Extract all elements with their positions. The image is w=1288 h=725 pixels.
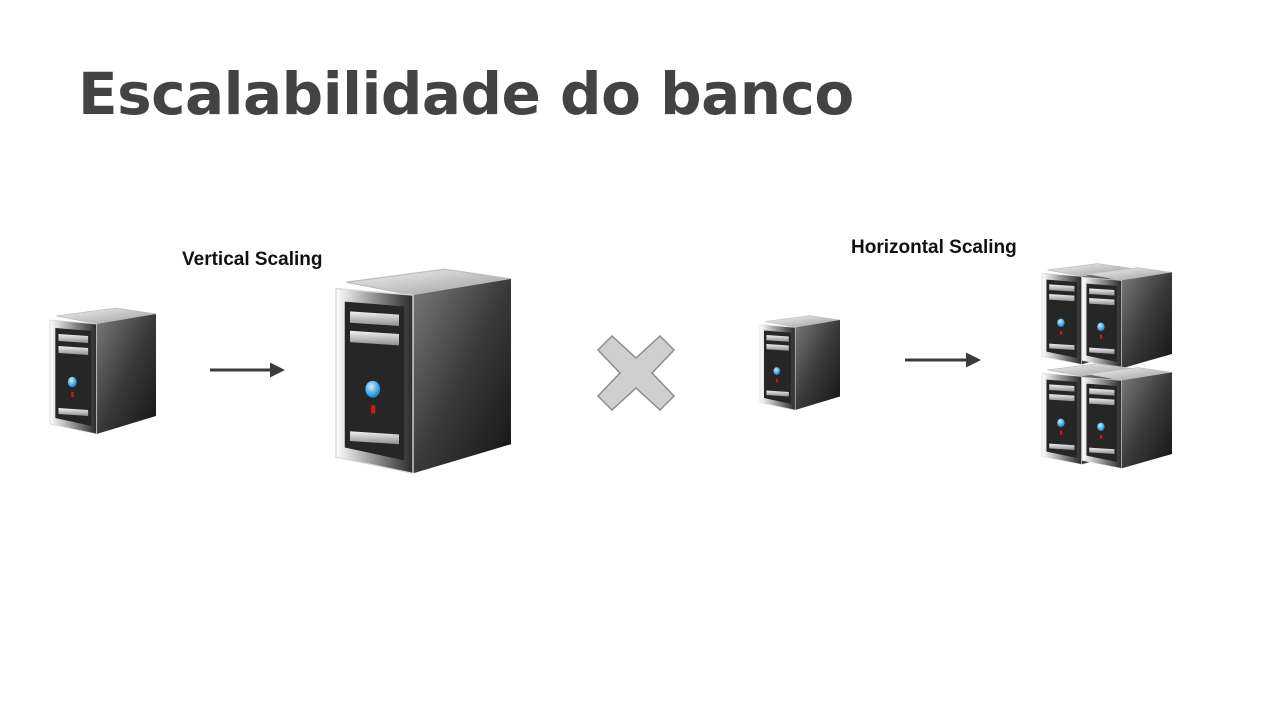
vertical-scaling-label: Vertical Scaling <box>182 249 323 270</box>
single-server-icon <box>759 315 841 411</box>
small-server-icon <box>49 307 157 435</box>
slide-title: Escalabilidade do banco <box>78 60 854 128</box>
server-cluster-icon <box>1041 263 1173 469</box>
cross-icon <box>596 334 676 412</box>
horizontal-scaling-label: Horizontal Scaling <box>851 237 1017 258</box>
large-server-icon <box>335 268 512 475</box>
